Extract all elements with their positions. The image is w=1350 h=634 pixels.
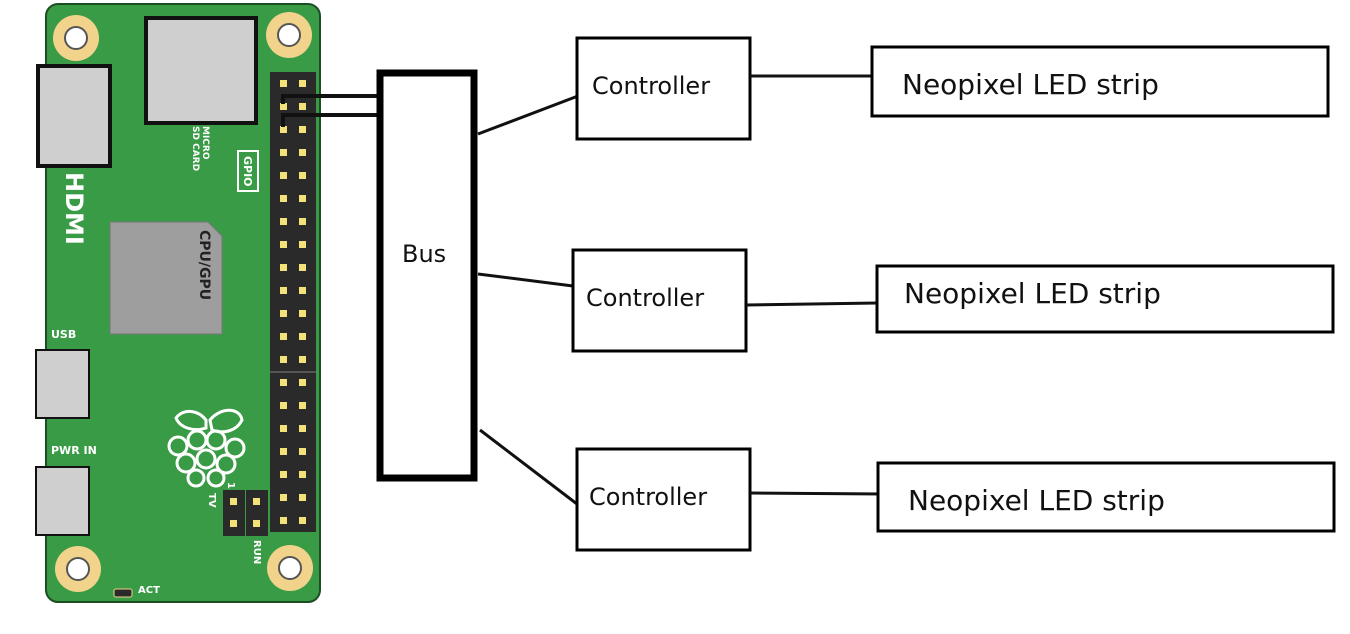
gpio-pin bbox=[299, 356, 306, 363]
mounting-hole-bottom-right bbox=[267, 545, 313, 591]
gpio-pin bbox=[280, 494, 287, 501]
gpio-pin bbox=[280, 103, 287, 110]
gpio-pin bbox=[280, 356, 287, 363]
gpio-label: GPIO bbox=[241, 156, 254, 187]
led-strip-1-label: Neopixel LED strip bbox=[902, 68, 1159, 101]
cpu-gpu-label: CPU/GPU bbox=[196, 230, 212, 300]
tv-label: TV bbox=[206, 493, 217, 508]
cpu-chip bbox=[109, 221, 223, 335]
led-strip-2: Neopixel LED strip bbox=[875, 264, 1335, 334]
led-strip-1: Neopixel LED strip bbox=[870, 45, 1330, 118]
usb-port bbox=[35, 349, 90, 419]
bus-box bbox=[376, 69, 478, 482]
mounting-hole-top-left bbox=[53, 15, 99, 61]
micro-sd-label: MICRO bbox=[200, 126, 210, 160]
tv-header bbox=[223, 490, 245, 536]
tv-pin-label: 1 bbox=[225, 482, 236, 489]
gpio-pin bbox=[299, 425, 306, 432]
gpio-pin bbox=[299, 471, 306, 478]
gpio-pin bbox=[299, 103, 306, 110]
mounting-hole-top-right bbox=[266, 12, 312, 58]
controller-1-label: Controller bbox=[592, 72, 710, 100]
gpio-marker-box bbox=[237, 150, 259, 192]
gpio-pin bbox=[280, 287, 287, 294]
mounting-hole-bottom-left bbox=[55, 546, 101, 592]
gpio-pin bbox=[299, 241, 306, 248]
gpio-pin bbox=[280, 264, 287, 271]
act-led bbox=[113, 588, 133, 598]
gpio-wire-1 bbox=[281, 94, 380, 104]
gpio-pin bbox=[280, 218, 287, 225]
gpio-pin bbox=[299, 218, 306, 225]
sd-card-label: SD CARD bbox=[190, 126, 200, 171]
run-header bbox=[246, 490, 268, 536]
gpio-pin bbox=[280, 333, 287, 340]
bus-connectors bbox=[477, 94, 579, 506]
gpio-pin bbox=[280, 379, 287, 386]
raspberry-pi-board: HDMI MICRO SD CARD GPIO CPU/GPU USB PWR … bbox=[35, 3, 321, 603]
hdmi-port bbox=[36, 64, 112, 168]
led-strip-3: Neopixel LED strip bbox=[876, 461, 1336, 533]
led-strip-3-label: Neopixel LED strip bbox=[908, 484, 1165, 517]
bus-label: Bus bbox=[402, 240, 446, 268]
gpio-pin bbox=[280, 310, 287, 317]
gpio-pin bbox=[299, 402, 306, 409]
gpio-pin bbox=[280, 80, 287, 87]
gpio-pin bbox=[299, 517, 306, 524]
gpio-pin bbox=[299, 172, 306, 179]
raspberry-logo-icon bbox=[167, 408, 246, 488]
gpio-pin bbox=[299, 333, 306, 340]
gpio-pin bbox=[280, 149, 287, 156]
gpio-pin bbox=[299, 126, 306, 133]
gpio-pin bbox=[299, 448, 306, 455]
gpio-pin bbox=[280, 172, 287, 179]
gpio-pin bbox=[280, 448, 287, 455]
controller-3-to-strip-3 bbox=[749, 491, 885, 496]
strip-connectors bbox=[745, 74, 885, 496]
controller-2-to-strip-2 bbox=[745, 301, 878, 307]
controller-3: Controller bbox=[575, 447, 752, 552]
gpio-pin bbox=[280, 471, 287, 478]
gpio-header bbox=[270, 72, 316, 532]
controller-2-label: Controller bbox=[586, 284, 704, 312]
gpio-pin bbox=[280, 195, 287, 202]
gpio-pin bbox=[299, 195, 306, 202]
gpio-pin bbox=[280, 425, 287, 432]
controller-2: Controller bbox=[571, 248, 748, 353]
led-strip-2-label: Neopixel LED strip bbox=[904, 277, 1161, 310]
hdmi-label: HDMI bbox=[60, 172, 88, 245]
gpio-pin bbox=[299, 264, 306, 271]
gpio-pins bbox=[280, 80, 306, 524]
act-label: ACT bbox=[138, 585, 160, 596]
bus-to-controller-1 bbox=[477, 94, 579, 136]
gpio-pin bbox=[299, 80, 306, 87]
gpio-pin bbox=[299, 310, 306, 317]
micro-sd-slot bbox=[144, 16, 258, 125]
gpio-pin bbox=[299, 379, 306, 386]
bus-to-controller-2 bbox=[477, 272, 574, 288]
bus-to-controller-3 bbox=[479, 428, 578, 506]
run-label: RUN bbox=[251, 540, 262, 564]
controller-1: Controller bbox=[575, 36, 752, 141]
gpio-wires bbox=[281, 94, 380, 127]
gpio-pin bbox=[299, 494, 306, 501]
gpio-pin bbox=[280, 241, 287, 248]
power-port bbox=[35, 466, 90, 536]
usb-label: USB bbox=[51, 328, 76, 341]
gpio-pin bbox=[280, 126, 287, 133]
gpio-pin bbox=[280, 517, 287, 524]
pwr-in-label: PWR IN bbox=[51, 444, 97, 457]
gpio-pin bbox=[280, 402, 287, 409]
gpio-pin bbox=[299, 149, 306, 156]
gpio-wire-2 bbox=[281, 113, 380, 127]
controller-3-label: Controller bbox=[589, 483, 707, 511]
gpio-pin bbox=[299, 287, 306, 294]
